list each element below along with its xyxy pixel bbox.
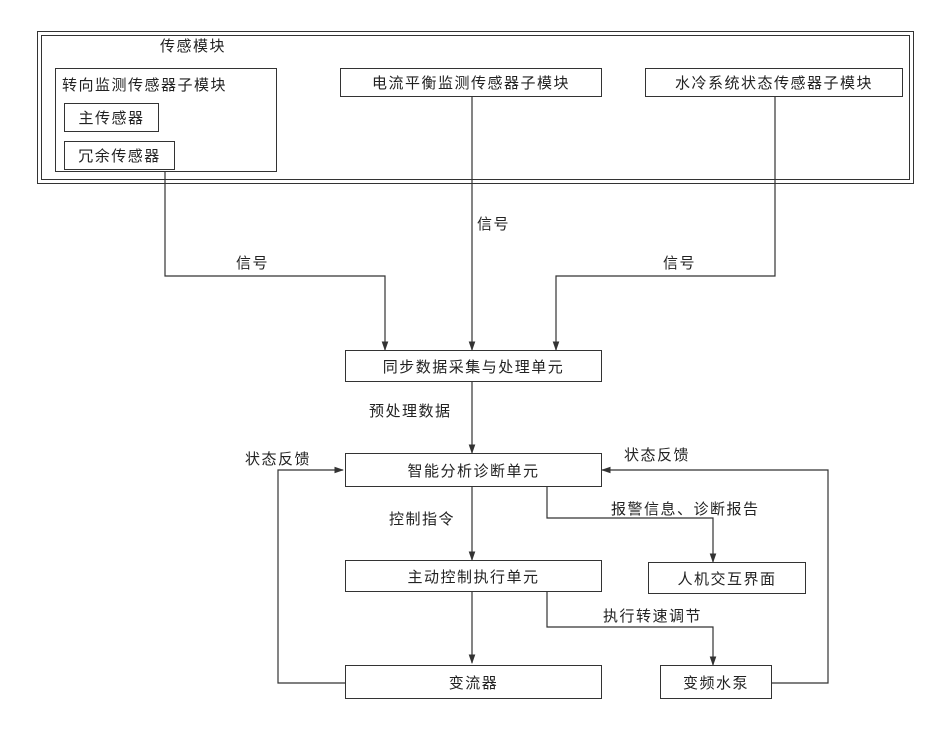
feedback-wire-left <box>278 470 345 683</box>
steering-submodule-title: 转向监测传感器子模块 <box>62 76 227 94</box>
main-sensor-box: 主传感器 <box>64 103 159 132</box>
control-execution-unit: 主动控制执行单元 <box>345 560 602 592</box>
sensing-module-title: 传感模块 <box>160 37 226 55</box>
feedback-label-right: 状态反馈 <box>624 446 690 464</box>
diagnosis-unit: 智能分析诊断单元 <box>345 453 602 487</box>
sync-acquisition-unit: 同步数据采集与处理单元 <box>345 350 602 382</box>
alarm-report-label: 报警信息、诊断报告 <box>611 500 760 518</box>
feedback-label-left: 状态反馈 <box>245 450 311 468</box>
water-cooling-submodule: 水冷系统状态传感器子模块 <box>645 68 903 97</box>
signal-label-middle: 信号 <box>477 215 510 233</box>
signal-label-right: 信号 <box>663 254 696 272</box>
current-balance-submodule: 电流平衡监测传感器子模块 <box>340 68 602 97</box>
converter-box: 变流器 <box>345 665 602 699</box>
variable-frequency-pump-box: 变频水泵 <box>660 665 772 699</box>
hmi-box: 人机交互界面 <box>648 562 806 594</box>
alarm-wire <box>547 487 713 562</box>
signal-label-left: 信号 <box>236 254 269 272</box>
speed-wire <box>547 592 713 665</box>
preprocessed-data-label: 预处理数据 <box>369 402 452 420</box>
control-command-label: 控制指令 <box>389 510 455 528</box>
redundant-sensor-box: 冗余传感器 <box>64 141 175 170</box>
speed-adjust-label: 执行转速调节 <box>603 607 702 625</box>
signal-wire-left <box>165 172 385 350</box>
